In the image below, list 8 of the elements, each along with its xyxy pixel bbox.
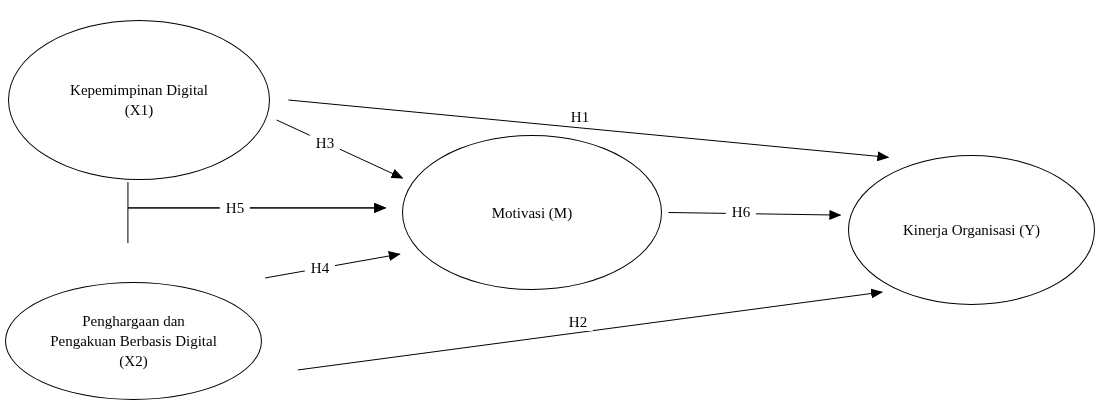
- node-label: Kepemimpinan Digital (X1): [69, 81, 209, 120]
- edge-label: H3: [309, 134, 341, 152]
- node-label: Penghargaan dan Pengakuan Berbasis Digital (X2): [49, 312, 218, 371]
- arrow: [287, 99, 890, 162]
- arrow: [127, 202, 387, 244]
- node-label: Kinerja Organisasi (Y): [902, 221, 1041, 240]
- arrow: [297, 288, 883, 371]
- node-label: Motivasi (M): [491, 203, 573, 223]
